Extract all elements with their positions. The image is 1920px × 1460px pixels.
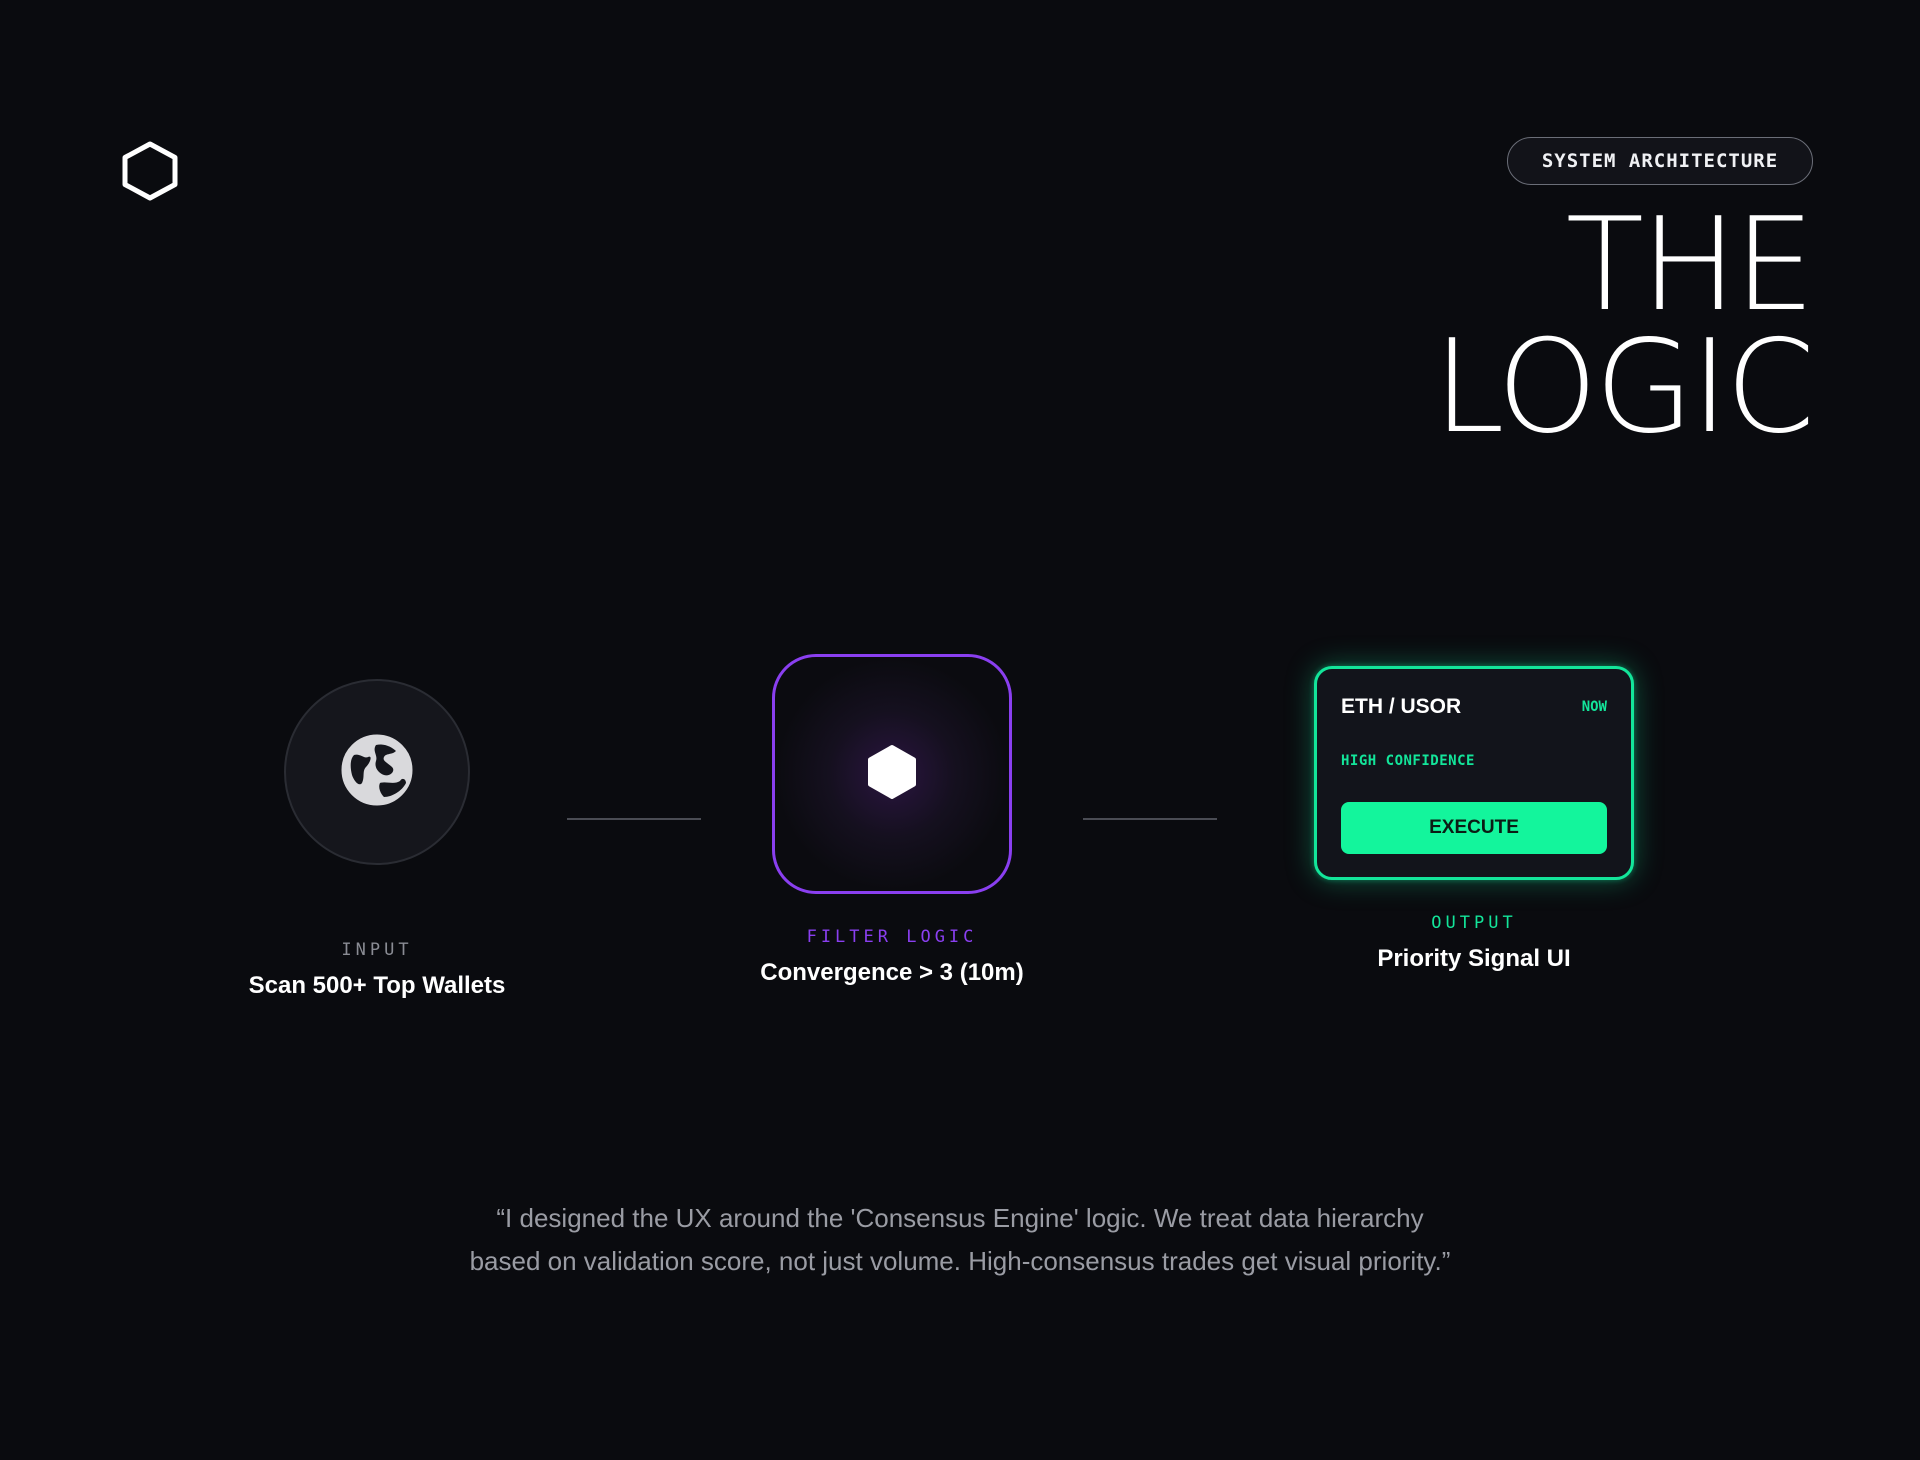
filter-kicker: FILTER LOGIC bbox=[806, 927, 978, 947]
input-label: INPUT Scan 500+ Top Wallets bbox=[127, 940, 627, 1000]
hexagon-filled-icon bbox=[866, 744, 918, 805]
trading-pair-label: ETH / USOR bbox=[1341, 695, 1462, 718]
output-kicker: OUTPUT bbox=[1431, 913, 1517, 933]
page-title-line-2: LOGIC bbox=[1433, 313, 1815, 462]
filter-logic-node bbox=[772, 654, 1012, 894]
output-description: Priority Signal UI bbox=[1377, 945, 1571, 972]
output-label: OUTPUT Priority Signal UI bbox=[1224, 913, 1724, 973]
design-quote: “I designed the UX around the 'Consensus… bbox=[469, 1203, 1451, 1276]
input-node bbox=[284, 679, 470, 865]
filter-label: FILTER LOGIC Convergence > 3 (10m) bbox=[642, 927, 1142, 987]
page-title: THE LOGIC bbox=[1433, 191, 1815, 462]
system-architecture-badge: SYSTEM ARCHITECTURE bbox=[1507, 137, 1813, 185]
connector-line bbox=[1083, 818, 1217, 820]
filter-description: Convergence > 3 (10m) bbox=[760, 959, 1024, 986]
connector-line bbox=[567, 818, 701, 820]
timestamp-badge: NOW bbox=[1581, 699, 1607, 715]
input-kicker: INPUT bbox=[341, 940, 413, 960]
hexagon-logo-icon bbox=[120, 140, 180, 202]
confidence-label: HIGH CONFIDENCE bbox=[1341, 753, 1475, 769]
page-title-line-1: THE bbox=[1565, 191, 1815, 340]
input-description: Scan 500+ Top Wallets bbox=[248, 972, 506, 999]
execute-button[interactable]: EXECUTE bbox=[1341, 802, 1607, 854]
globe-icon bbox=[340, 733, 414, 812]
priority-signal-card: ETH / USOR NOW HIGH CONFIDENCE EXECUTE bbox=[1314, 666, 1634, 880]
